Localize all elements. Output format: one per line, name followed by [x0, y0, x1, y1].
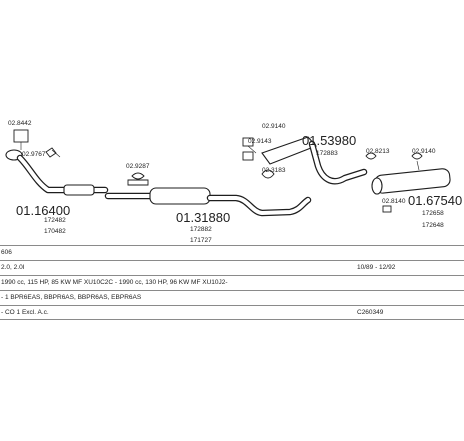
info-right: 10/89 - 12/92 — [357, 264, 396, 271]
front-pipe-assembly — [5, 129, 109, 196]
part-code: 02.9143 — [248, 138, 272, 145]
part-code: 02.9767 — [22, 151, 46, 158]
part-code: 172658 — [422, 210, 444, 217]
part-code: 171727 — [190, 237, 212, 244]
intermediate-silencer-assembly — [242, 136, 368, 185]
info-left: 1990 cc, 115 HP, 85 KW MF XU10C2C - 1990… — [1, 279, 228, 286]
info-left: - CO 1 Excl. A.c. — [1, 309, 49, 316]
info-row: - 1 BPR6EAS, BBPR6AS, BBPR6AS, EBPR6AS — [0, 290, 464, 305]
part-code: 172648 — [422, 222, 444, 229]
bracket-fitting-b — [242, 151, 254, 161]
info-left: - 1 BPR6EAS, BBPR6AS, BBPR6AS, EBPR6AS — [1, 294, 142, 301]
part-code: 02.9140 — [262, 123, 286, 130]
rubber-mount-icon — [261, 169, 275, 179]
part-code: 02.8140 — [382, 198, 406, 205]
centre-hanger-icon — [127, 172, 149, 186]
fitting-clamp-box — [13, 129, 29, 143]
part-code: 02.8442 — [8, 120, 32, 127]
part-number-main: 01.31880 — [176, 210, 230, 225]
centre-silencer-body — [149, 187, 211, 205]
part-number-main: 01.67540 — [408, 193, 462, 208]
info-left: 606 — [1, 249, 12, 256]
exhaust-diagram: 02.8442 02.9767 01.16400 172482 170482 0… — [5, 120, 462, 244]
intermediate-tail-pipe-highlight — [310, 142, 366, 184]
part-number-main: 01.16400 — [16, 203, 70, 218]
part-code: 172882 — [190, 226, 212, 233]
rear-hanger-icon — [365, 152, 377, 160]
info-right: C260349 — [357, 309, 384, 316]
bracket-fitting-a-lead — [247, 145, 257, 154]
rear-silencer-end — [371, 177, 383, 195]
rear-hanger-icon-2 — [411, 152, 423, 160]
front-pipe-gasket-lead — [51, 149, 61, 158]
part-code: 170482 — [44, 228, 66, 235]
part-code: 172482 — [44, 217, 66, 224]
info-row: 2.0, 2.0I 10/89 - 12/92 — [0, 260, 464, 275]
rear-clamp-icon — [382, 205, 392, 213]
centre-silencer-assembly — [104, 172, 312, 217]
front-pipe-sleeve — [63, 184, 95, 196]
part-labels: 02.8442 02.9767 01.16400 172482 170482 0… — [8, 120, 462, 244]
rear-silencer-body — [374, 168, 451, 194]
part-code: 02.3183 — [262, 167, 286, 174]
vehicle-info-table: 606 2.0, 2.0I 10/89 - 12/92 1990 cc, 115… — [0, 245, 464, 320]
part-code: 02.9287 — [126, 163, 150, 170]
front-pipe-gasket — [45, 147, 57, 158]
info-row: 606 — [0, 245, 464, 260]
rear-fitting-link — [416, 160, 420, 171]
part-code: 172883 — [316, 150, 338, 157]
centre-outlet-pipe-highlight — [208, 196, 310, 215]
intermediate-silencer-body — [261, 136, 317, 165]
rear-silencer-assembly — [365, 152, 451, 213]
info-row: - CO 1 Excl. A.c. C260349 — [0, 305, 464, 320]
info-left: 2.0, 2.0I — [1, 264, 25, 271]
front-pipe-highlight — [18, 156, 107, 192]
part-code: 02.9140 — [412, 148, 436, 155]
info-row: 1990 cc, 115 HP, 85 KW MF XU10C2C - 1990… — [0, 275, 464, 290]
part-number-main: 01.53980 — [302, 133, 356, 148]
part-code: 02.8213 — [366, 148, 390, 155]
